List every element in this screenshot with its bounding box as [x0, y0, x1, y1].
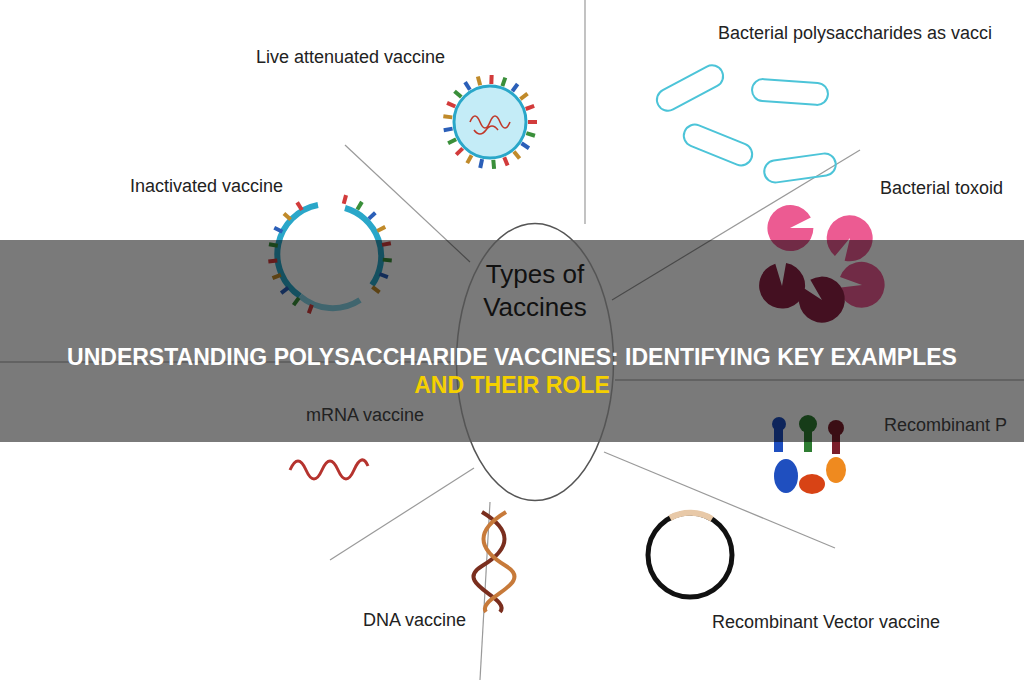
type-label: Recombinant P	[884, 415, 1007, 437]
headline-text: UNDERSTANDING POLYSACCHARIDE VACCINES: I…	[67, 344, 957, 372]
type-label: Live attenuated vaccine	[256, 47, 445, 69]
type-label: DNA vaccine	[363, 610, 466, 632]
type-label: Recombinant Vector vaccine	[712, 612, 940, 634]
vector-plasmid	[648, 513, 732, 597]
live-virus	[443, 75, 537, 169]
type-label: Inactivated vaccine	[130, 176, 283, 198]
dna-helix	[474, 512, 515, 612]
mrna-strand	[290, 460, 368, 479]
type-label: mRNA vaccine	[306, 405, 424, 427]
bacteria	[653, 61, 837, 184]
headline-text: AND THEIR ROLE	[414, 372, 610, 400]
center-title: Types of Vaccines	[470, 258, 600, 323]
type-label: Bacterial polysaccharides as vacci	[718, 23, 992, 45]
type-label: Bacterial toxoid	[880, 178, 1003, 200]
